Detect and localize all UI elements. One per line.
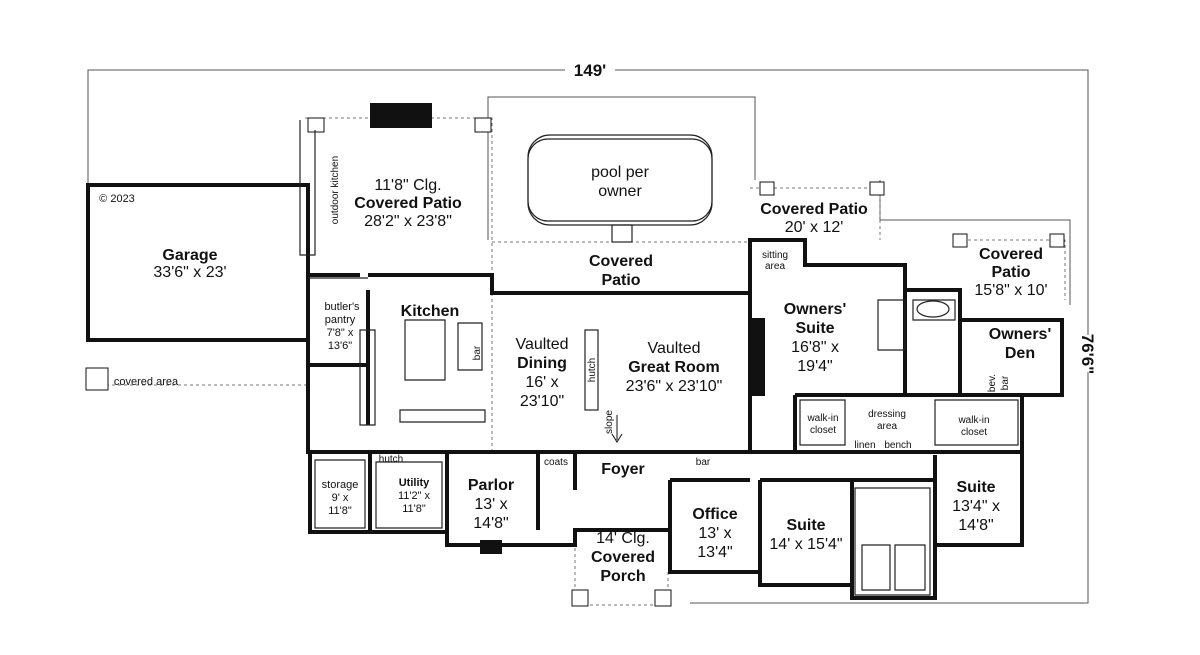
patio-center-label: Covered bbox=[589, 253, 653, 270]
patio-center-label-2: Patio bbox=[601, 272, 640, 289]
bar-label: bar bbox=[696, 457, 711, 468]
covered-area-label: covered area bbox=[114, 376, 179, 388]
dressing-label: dressing bbox=[868, 409, 906, 420]
office-size: 13' x bbox=[698, 525, 731, 542]
fireplace bbox=[750, 318, 765, 396]
office-label: Office bbox=[692, 506, 737, 523]
utility-hutch-label: hutch bbox=[379, 454, 403, 465]
porch-label-2: Porch bbox=[600, 568, 645, 585]
owners-suite-size: 16'8" x bbox=[791, 339, 839, 356]
suite-mid-size: 14' x 15'4" bbox=[769, 536, 842, 553]
storage-size: 9' x bbox=[332, 492, 349, 504]
bench-label: bench bbox=[884, 440, 911, 451]
kitchen-label: Kitchen bbox=[401, 303, 460, 320]
pool-steps bbox=[611, 224, 633, 243]
patio-left-size: 28'2" x 23'8" bbox=[364, 213, 452, 230]
patio-left-ceiling: 11'8" Clg. bbox=[374, 177, 441, 194]
outdoor-fireplace bbox=[370, 103, 432, 128]
utility-label: Utility bbox=[399, 477, 430, 489]
porch-label: Covered bbox=[591, 549, 655, 566]
owners-suite-size-2: 19'4" bbox=[797, 358, 832, 375]
suite-right-label: Suite bbox=[956, 479, 995, 496]
dining-size: 16' x bbox=[525, 374, 558, 391]
outdoor-kitchen-label: outdoor kitchen bbox=[330, 156, 341, 224]
coats-label: coats bbox=[544, 457, 568, 468]
closet-right-label-2: closet bbox=[961, 427, 987, 438]
patio-right-label: Covered bbox=[979, 246, 1043, 263]
bev-bar-label-2: bar bbox=[1000, 375, 1011, 390]
office-size-2: 13'4" bbox=[697, 544, 732, 561]
walls bbox=[86, 120, 1064, 600]
depth-dimension: 76'6" bbox=[1078, 334, 1097, 374]
patio-owner-label: Covered Patio bbox=[760, 201, 868, 218]
parlor-size-2: 14'8" bbox=[473, 515, 508, 532]
copyright: © 2023 bbox=[99, 193, 135, 205]
suite-right-size: 13'4" x bbox=[952, 498, 1000, 515]
foyer-label: Foyer bbox=[601, 461, 645, 478]
closet-left-label: walk-in bbox=[806, 413, 838, 424]
width-dimension: 149' bbox=[574, 61, 606, 80]
parlor-label: Parlor bbox=[468, 477, 514, 494]
pool-inner bbox=[527, 138, 713, 222]
porch-ceiling: 14' Clg. bbox=[596, 530, 650, 547]
dining-size-2: 23'10" bbox=[520, 393, 564, 410]
sitting-label-2: area bbox=[765, 261, 785, 272]
pantry-size-2: 13'6" bbox=[328, 340, 352, 352]
utility-size: 11'2" x bbox=[398, 490, 431, 502]
hutch-label: hutch bbox=[587, 358, 598, 382]
dining-label-2: Dining bbox=[517, 355, 567, 372]
kitchen-bar-label: bar bbox=[472, 345, 483, 360]
pool-label: pool per bbox=[591, 164, 649, 181]
hutch bbox=[584, 329, 599, 411]
pantry-size: 7'8" x bbox=[327, 327, 354, 339]
great-room-label-2: Great Room bbox=[628, 359, 720, 376]
owners-suite-label-2: Suite bbox=[795, 320, 834, 337]
slope-label: slope bbox=[604, 410, 615, 434]
sitting-label: sitting bbox=[762, 250, 788, 261]
suite-mid-label: Suite bbox=[786, 517, 825, 534]
patio-left-label: Covered Patio bbox=[354, 195, 462, 212]
dimension-lines: 149' 76'6" bbox=[87, 61, 1097, 604]
storage-size-2: 11'8" bbox=[328, 505, 352, 517]
bev-bar-label: bev. bbox=[987, 374, 998, 392]
owners-suite-label: Owners' bbox=[784, 301, 847, 318]
storage-label: storage bbox=[322, 479, 359, 491]
dressing-label-2: area bbox=[877, 421, 897, 432]
parlor-size: 13' x bbox=[474, 496, 507, 513]
great-room-size: 23'6" x 23'10" bbox=[626, 378, 723, 395]
pantry-label-2: pantry bbox=[325, 314, 356, 326]
closet-left-label-2: closet bbox=[810, 425, 836, 436]
patio-right-label-2: Patio bbox=[991, 264, 1030, 281]
posts bbox=[85, 117, 1065, 607]
patio-owner-size: 20' x 12' bbox=[785, 219, 844, 236]
owners-den-label-2: Den bbox=[1005, 345, 1035, 362]
patio-right-size: 15'8" x 10' bbox=[974, 282, 1047, 299]
utility-size-2: 11'8" bbox=[402, 503, 426, 515]
garage-label: Garage bbox=[162, 247, 217, 264]
great-room-label: Vaulted bbox=[647, 340, 700, 357]
closet-right-label: walk-in bbox=[957, 415, 989, 426]
suite-right-size-2: 14'8" bbox=[958, 517, 993, 534]
slope-arrow-icon bbox=[611, 415, 623, 443]
owners-den-label: Owners' bbox=[989, 326, 1052, 343]
pantry-label: butler's bbox=[324, 301, 360, 313]
dining-label: Vaulted bbox=[515, 336, 568, 353]
linen-label: linen bbox=[854, 440, 875, 451]
pool-label-2: owner bbox=[598, 183, 642, 200]
garage-size: 33'6" x 23' bbox=[153, 264, 226, 281]
